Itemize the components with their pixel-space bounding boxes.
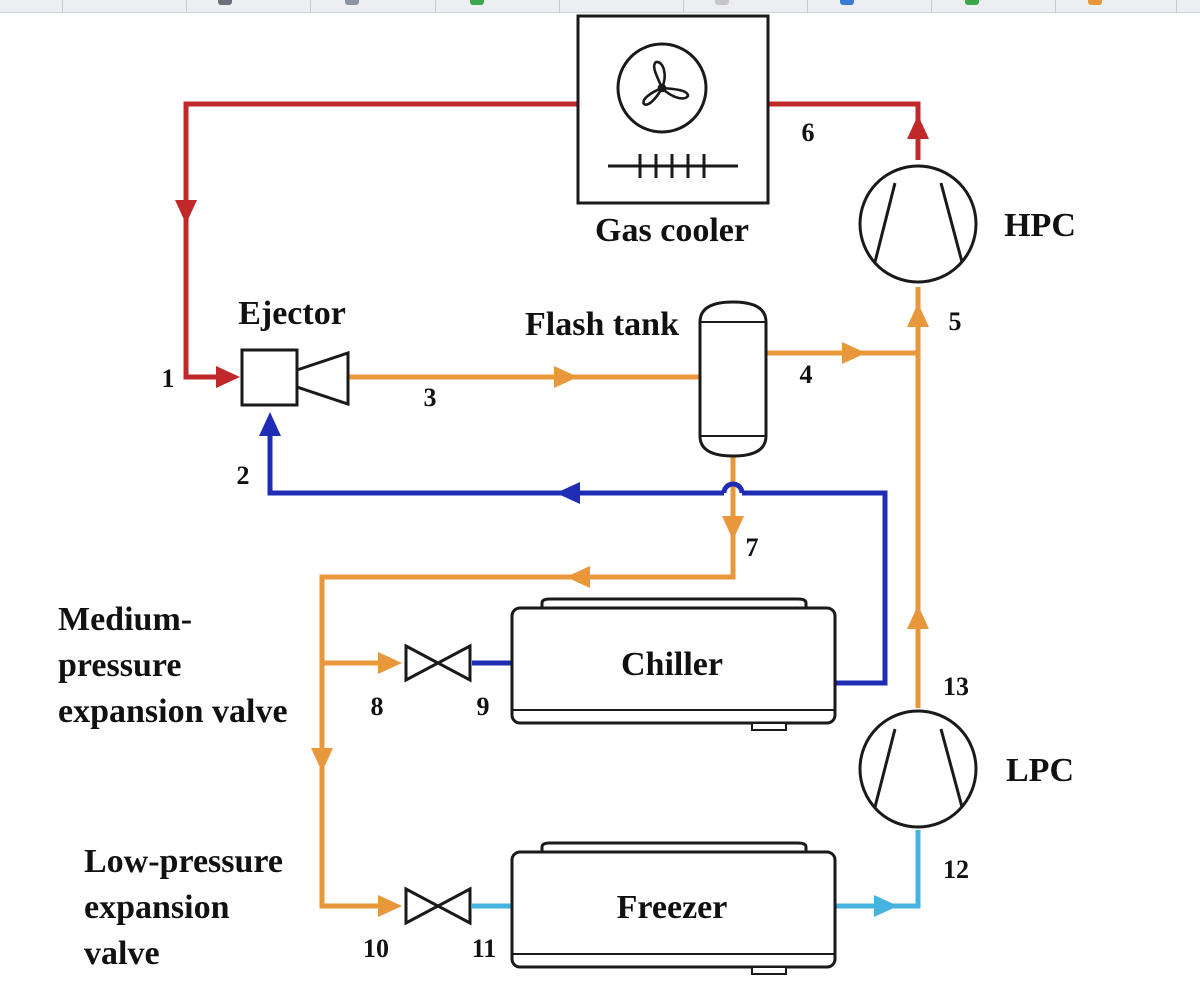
state-point-12: 12 <box>943 855 969 884</box>
state-point-3: 3 <box>424 383 437 412</box>
chiller-cabinet <box>510 597 837 731</box>
low-pressure-compressor <box>858 709 978 829</box>
tab-divider <box>683 0 684 12</box>
tab-favicon-icon[interactable] <box>345 0 359 5</box>
tab-divider <box>807 0 808 12</box>
browser-tab-strip <box>0 0 1200 13</box>
low-pressure-expansion-valve-icon <box>404 886 472 926</box>
tab-divider <box>1055 0 1056 12</box>
high-pressure-line <box>183 101 921 380</box>
gas-cooler-label: Gas cooler <box>595 212 749 249</box>
state-point-10: 10 <box>363 934 389 963</box>
state-point-8: 8 <box>371 692 384 721</box>
tab-divider <box>559 0 560 12</box>
state-point-6: 6 <box>802 118 815 147</box>
state-point-9: 9 <box>477 692 490 721</box>
tab-favicon-icon[interactable] <box>840 0 854 5</box>
chiller-label: Chiller <box>621 646 723 683</box>
gas-cooler <box>576 14 770 205</box>
tab-favicon-icon[interactable] <box>1088 0 1102 5</box>
tab-divider <box>931 0 932 12</box>
state-point-2: 2 <box>237 461 250 490</box>
high-pressure-compressor <box>858 164 978 284</box>
state-point-1: 1 <box>162 364 175 393</box>
state-point-13: 13 <box>943 672 969 701</box>
tab-favicon-icon[interactable] <box>470 0 484 5</box>
medium-pressure-valve-label-line1: Medium- <box>58 601 192 638</box>
medium-pressure-valve-label-line3: expansion valve <box>58 693 288 730</box>
medium-pressure-expansion-valve-icon <box>404 643 472 683</box>
tab-divider <box>186 0 187 12</box>
medium-pressure-valve-label-line2: pressure <box>58 647 181 684</box>
state-point-5: 5 <box>949 307 962 336</box>
ejector-label: Ejector <box>238 295 346 332</box>
lpc-label: LPC <box>1006 752 1074 789</box>
flash-tank <box>698 300 768 458</box>
low-pressure-valve-label-line2: expansion <box>84 889 230 926</box>
tab-divider <box>435 0 436 12</box>
low-pressure-valve-label-line3: valve <box>84 935 160 972</box>
hpc-label: HPC <box>1004 207 1076 244</box>
freezer-cabinet <box>510 841 837 975</box>
freezer-label: Freezer <box>617 889 728 926</box>
low-pressure-valve-label-line1: Low-pressure <box>84 843 283 880</box>
freezer-return-line <box>472 830 921 909</box>
tab-divider <box>62 0 63 12</box>
coil-icon <box>608 154 738 178</box>
state-point-4: 4 <box>800 360 813 389</box>
fan-icon <box>642 60 690 106</box>
tab-favicon-icon[interactable] <box>715 0 729 5</box>
flow-arrows <box>175 115 929 917</box>
intermediate-pressure-line <box>319 287 921 909</box>
flash-tank-label: Flash tank <box>525 306 679 343</box>
ejector <box>240 348 350 407</box>
tab-favicon-icon[interactable] <box>965 0 979 5</box>
state-point-7: 7 <box>746 533 759 562</box>
tab-divider <box>310 0 311 12</box>
state-point-11: 11 <box>472 934 497 963</box>
tab-favicon-icon[interactable] <box>218 0 232 5</box>
tab-divider <box>1176 0 1177 12</box>
